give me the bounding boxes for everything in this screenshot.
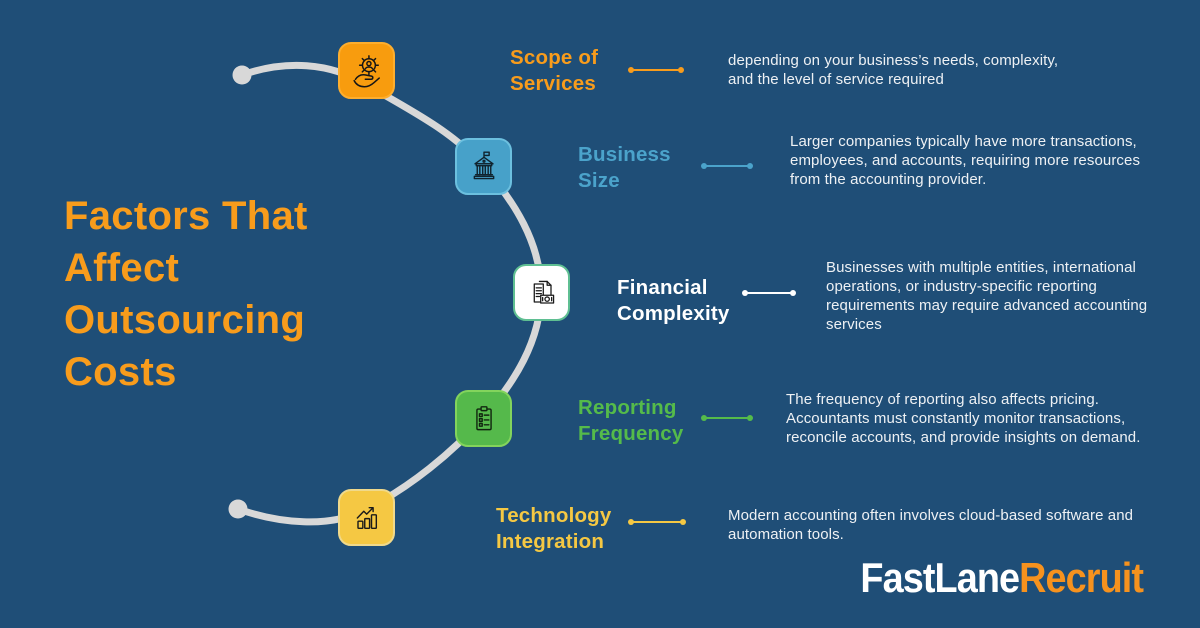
factor-description-reporting-frequency: The frequency of reporting also affects …: [786, 391, 1141, 446]
bank-building-icon: [473, 151, 494, 179]
checklist-clipboard-icon: [475, 405, 492, 430]
connector-line: [742, 290, 796, 296]
brand-logo: FastLaneRecruit: [860, 554, 1144, 602]
connector-line: [701, 163, 753, 169]
brand-logo-part2: Recruit: [1019, 554, 1144, 601]
connector-line: [628, 67, 684, 73]
factor-label-business-size: Business Size: [578, 143, 671, 192]
connector-line: [701, 415, 753, 421]
page-title-line: Costs: [64, 350, 177, 394]
page-title-line: Factors That: [64, 194, 308, 238]
arc-end-dot: [228, 499, 248, 519]
factor-tile-scope-of-services: [338, 42, 395, 99]
factor-description-scope-of-services: depending on your business’s needs, comp…: [728, 52, 1059, 88]
factor-tile-reporting-frequency: [455, 390, 512, 447]
factor-description-financial-complexity: Businesses with multiple entities, inter…: [826, 259, 1148, 333]
bar-chart-growth-icon: [356, 506, 377, 529]
factor-description-technology-integration: Modern accounting often involves cloud-b…: [728, 507, 1134, 543]
factor-description-business-size: Larger companies typically have more tra…: [790, 133, 1141, 188]
factor-label-financial-complexity: Financial Complexity: [617, 276, 730, 325]
connector-line: [628, 519, 686, 525]
factor-tile-business-size: [455, 138, 512, 195]
page-title-line: Outsourcing: [64, 298, 306, 342]
hand-gear-person-icon: [352, 54, 380, 87]
page-title: Factors That Affect Outsourcing Costs: [64, 190, 384, 398]
factor-tile-technology-integration: [338, 489, 395, 546]
invoice-money-icon: [533, 280, 554, 304]
arc-start-dot: [232, 65, 252, 85]
factor-label-reporting-frequency: Reporting Frequency: [578, 396, 684, 445]
factor-label-scope-of-services: Scope of Services: [510, 46, 599, 95]
factor-tile-financial-complexity: [513, 264, 570, 321]
factor-label-technology-integration: Technology Integration: [496, 504, 612, 553]
page-title-line: Affect: [64, 246, 180, 290]
brand-logo-part1: FastLane: [860, 554, 1020, 601]
